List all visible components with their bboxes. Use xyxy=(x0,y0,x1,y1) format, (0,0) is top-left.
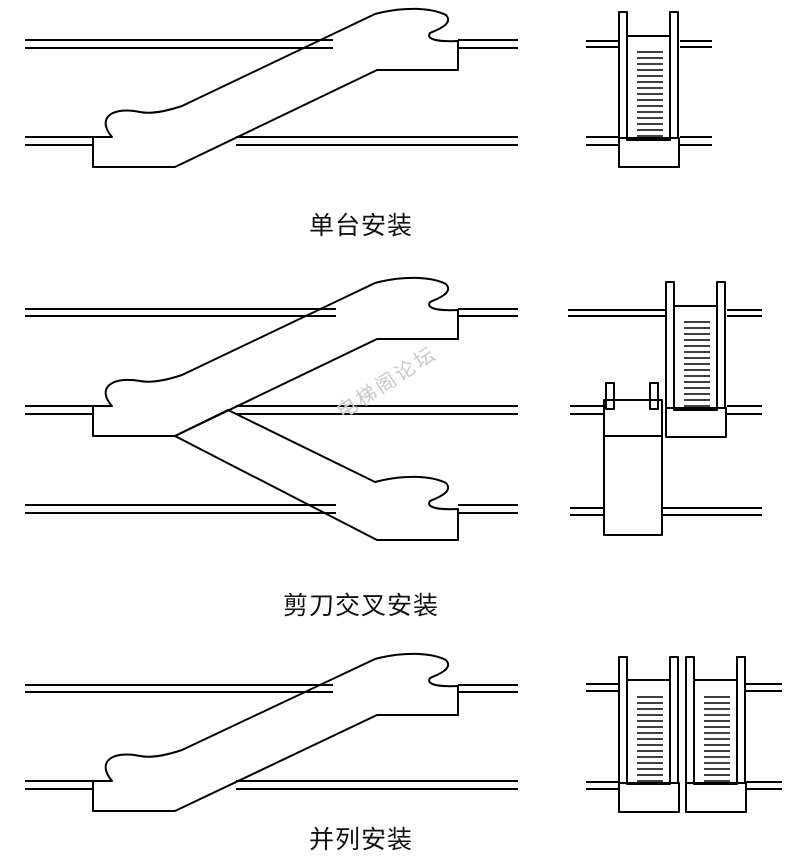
parallel-installation-side-view xyxy=(25,652,518,812)
escalator-truss-up xyxy=(92,276,459,437)
lower-floor-slab xyxy=(25,780,518,790)
floor-slab-middle xyxy=(25,405,518,415)
lower-floor-slab xyxy=(25,136,518,146)
parallel-installation-plan-view xyxy=(586,656,782,813)
single-installation-side-view xyxy=(25,7,518,168)
caption-parallel-installation: 并列安装 xyxy=(308,825,413,854)
balustrade-left xyxy=(618,11,628,139)
caption-single-installation: 单台安装 xyxy=(308,211,413,240)
single-installation-plan-view xyxy=(586,11,712,168)
upper-floor-slab xyxy=(25,39,518,49)
floor-slab-top xyxy=(25,308,518,317)
crossed-installation-side-view xyxy=(25,276,518,541)
escalator-truss-down xyxy=(174,409,459,541)
balustrade-right xyxy=(669,11,679,139)
crossed-installation-plan-view xyxy=(568,281,762,536)
escalator-truss xyxy=(92,652,459,812)
pit xyxy=(618,137,680,168)
floor-slab-bottom xyxy=(25,504,518,514)
upper-floor-slab xyxy=(25,684,518,693)
escalator-truss xyxy=(92,7,459,168)
caption-crossed-installation: 剪刀交叉安装 xyxy=(282,591,439,620)
